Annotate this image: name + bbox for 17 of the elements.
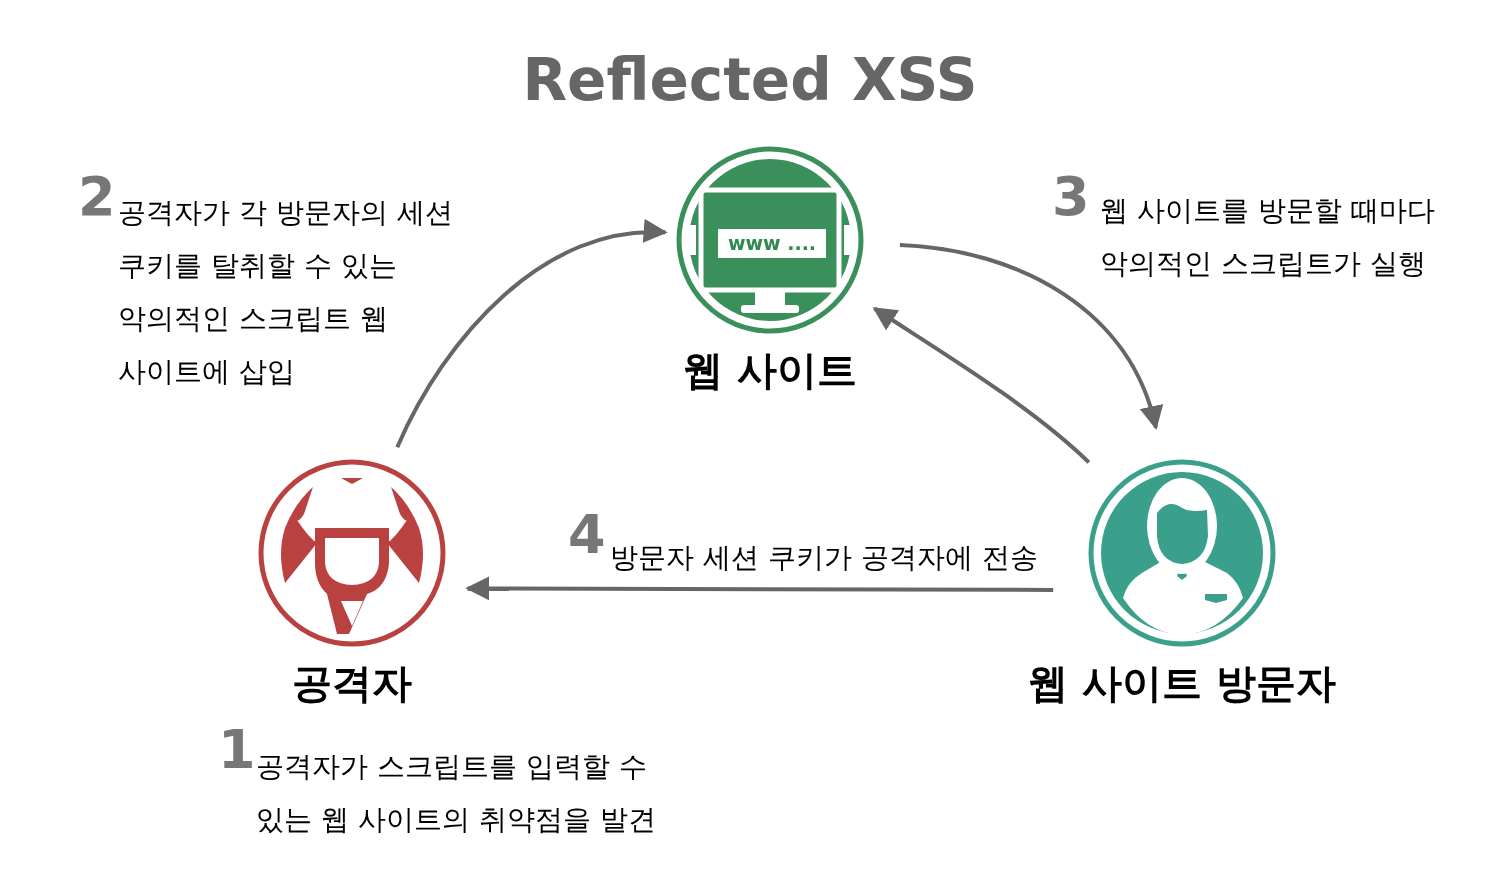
step-number: 2 (78, 170, 116, 224)
step-description: 공격자가 스크립트를 입력할 수 있는 웹 사이트의 취약점을 발견 (256, 749, 657, 838)
url-text: www .... (726, 231, 818, 256)
arrow (465, 576, 1054, 601)
step-description: 공격자가 각 방문자의 세션 쿠키를 탈취할 수 있는 악의적인 스크립트 웹 사이트에 삽입 (118, 195, 454, 390)
step-description: 방문자 세션 쿠키가 공격자에 전송 (610, 540, 1039, 576)
node-label: 웹 사이트 (683, 346, 857, 395)
arrow (872, 306, 1091, 464)
title: Reflected XSS (522, 45, 978, 116)
step-description: 웹 사이트를 방문할 때마다 악의적인 스크립트가 실행 (1100, 193, 1436, 282)
step-number: 3 (1052, 170, 1090, 224)
step-number: 1 (218, 723, 256, 777)
arrow (899, 243, 1162, 430)
node-label: 웹 사이트 방문자 (1028, 659, 1336, 708)
node-label: 공격자 (292, 659, 412, 708)
step-number: 4 (568, 508, 606, 562)
arrow (395, 220, 668, 449)
